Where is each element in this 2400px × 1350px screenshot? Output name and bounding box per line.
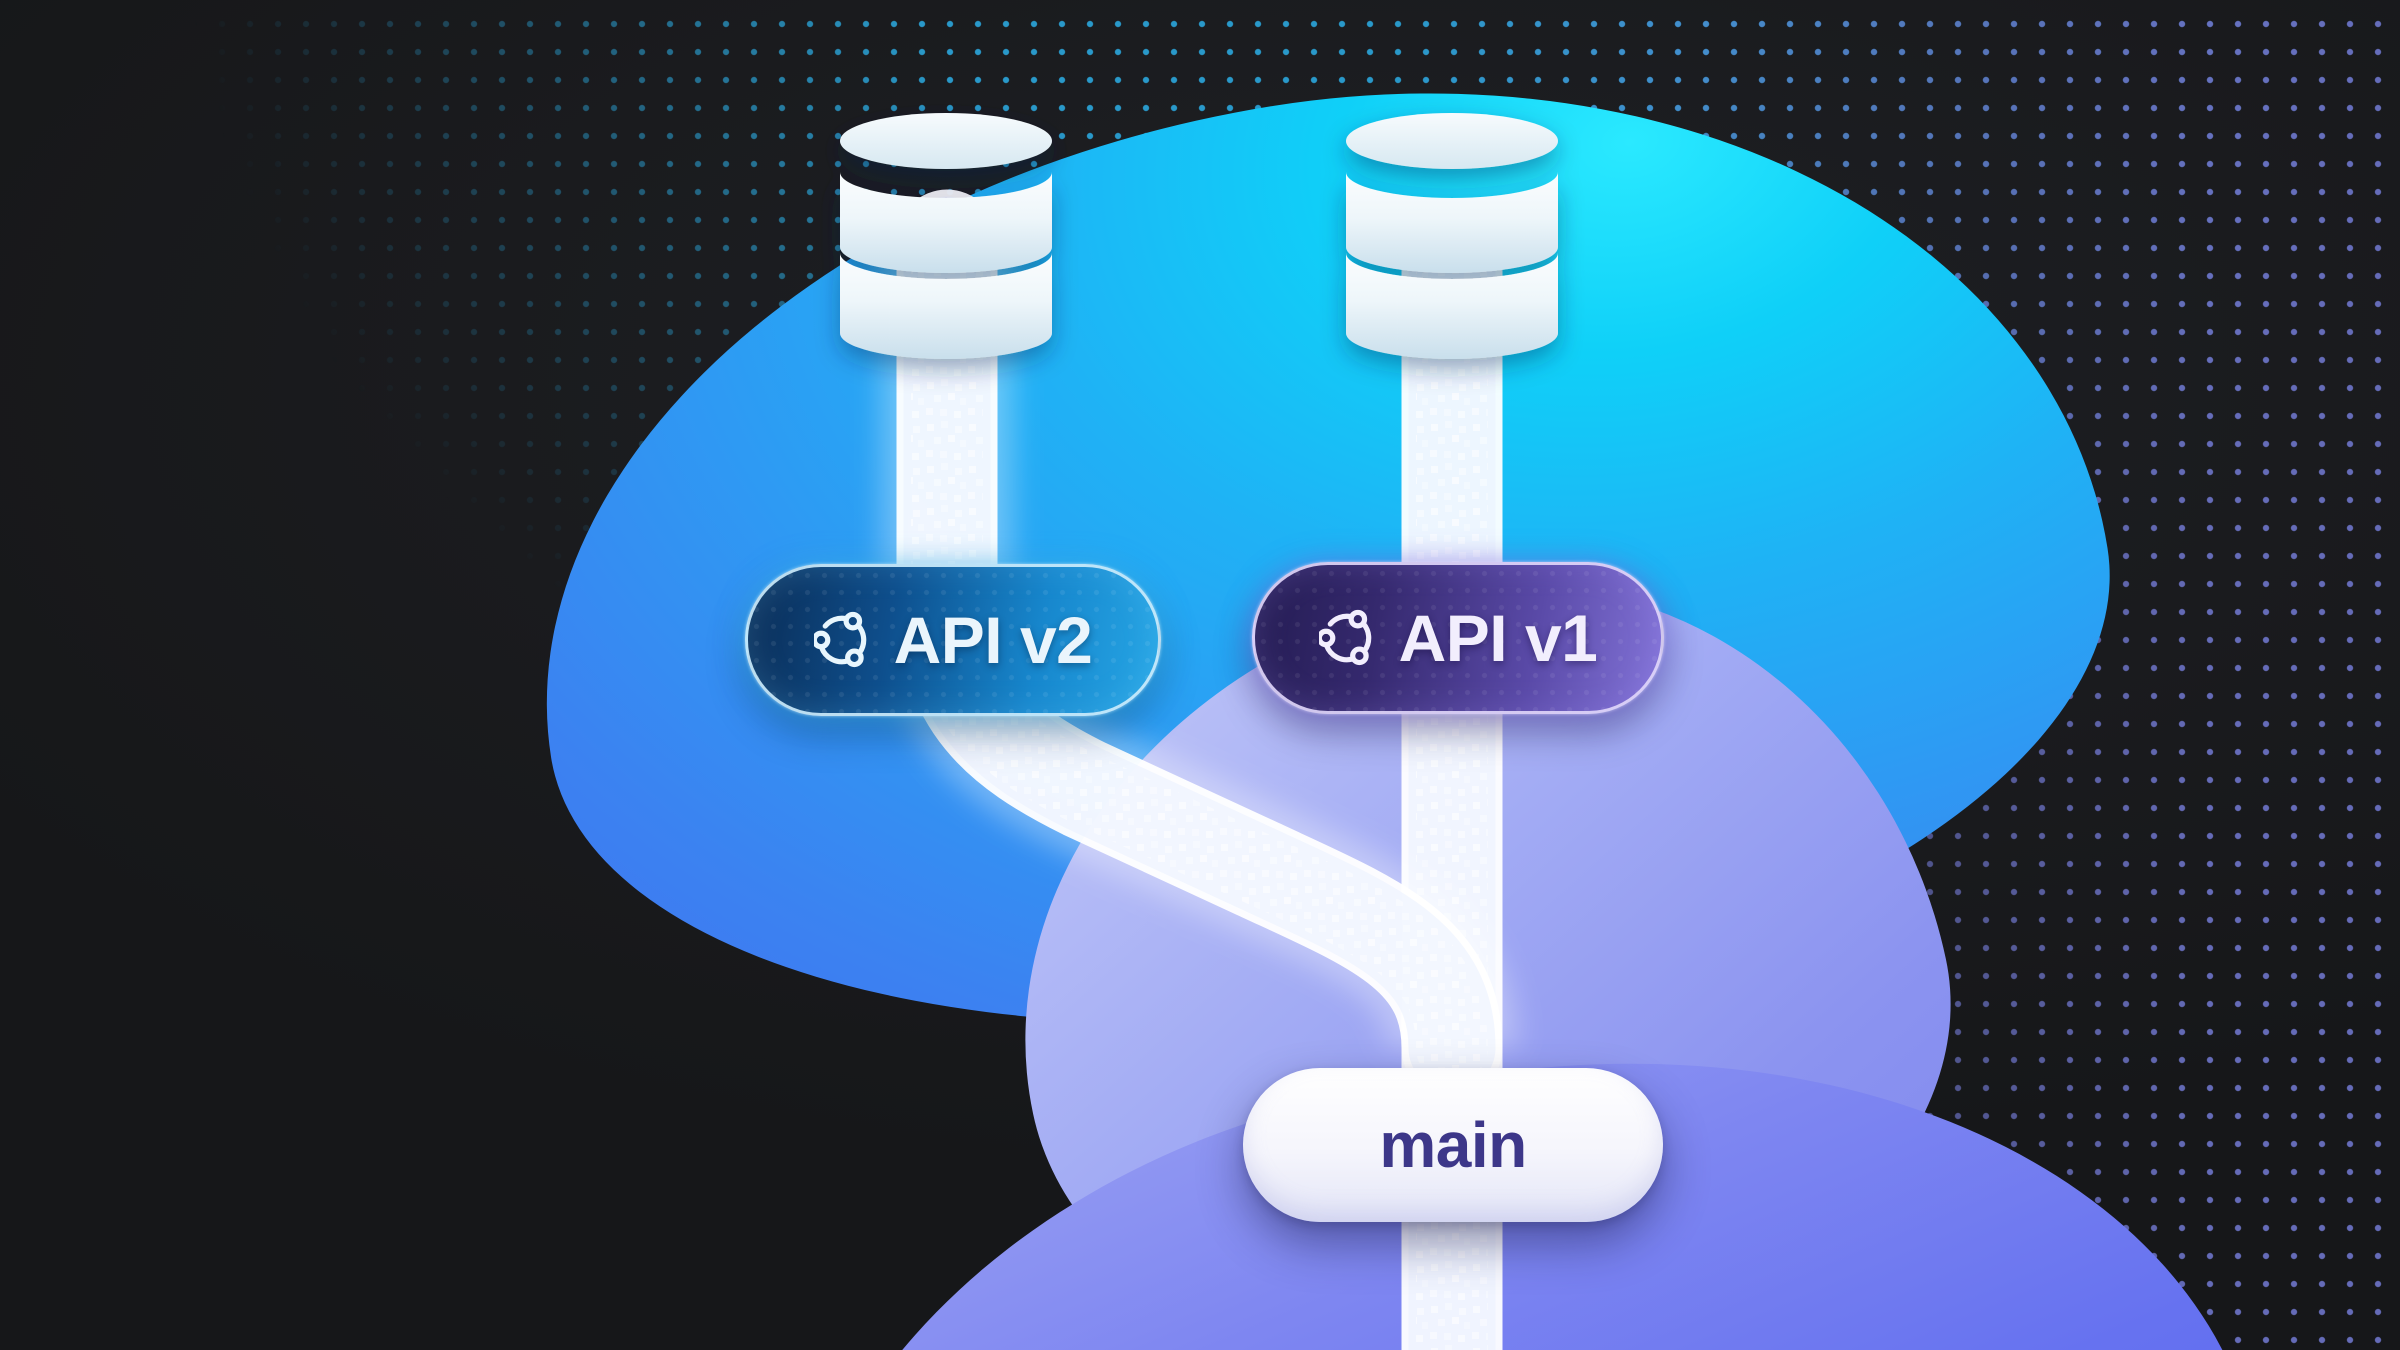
database-icon <box>840 113 1052 359</box>
webhook-icon <box>1318 609 1377 667</box>
webhook-icon <box>813 611 872 669</box>
branch-label: API v1 <box>1398 601 1598 675</box>
branch-badge-main: main <box>1243 1068 1663 1222</box>
branch-badge-api-v2: API v2 <box>745 564 1161 716</box>
branch-label: main <box>1379 1109 1527 1181</box>
branch-label: API v2 <box>893 603 1093 677</box>
database-icon <box>1346 113 1558 359</box>
branch-badge-api-v1: API v1 <box>1252 562 1664 714</box>
